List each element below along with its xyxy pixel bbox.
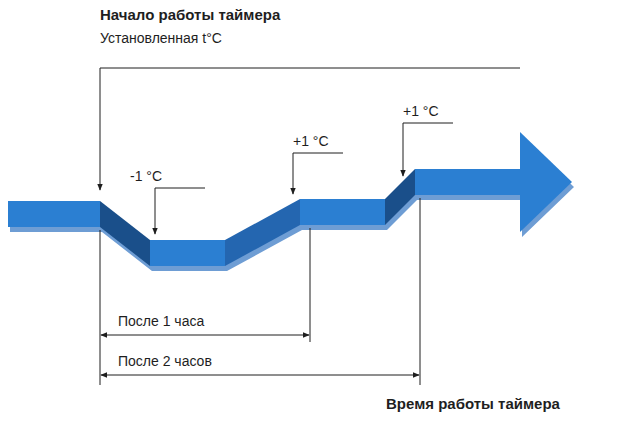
extension-line bbox=[310, 228, 311, 342]
temperature-callout: -1 °C bbox=[130, 168, 162, 185]
dimension-label: После 1 часа bbox=[118, 313, 204, 330]
ribbon-arrowhead bbox=[520, 132, 572, 232]
ribbon-flat bbox=[415, 169, 520, 195]
ribbon-slope bbox=[225, 199, 300, 266]
extension-line bbox=[420, 198, 421, 385]
ribbon-slope bbox=[385, 169, 415, 225]
ribbon-flat bbox=[150, 240, 225, 266]
dimension-arrow bbox=[101, 335, 309, 336]
callout-leader bbox=[155, 188, 205, 234]
heading: Начало работы таймера bbox=[100, 6, 280, 23]
temperature-callout: +1 °C bbox=[403, 103, 439, 120]
ribbon-flat bbox=[300, 199, 385, 225]
dimension-label: После 2 часов bbox=[118, 353, 212, 370]
ribbon-slope bbox=[100, 201, 150, 266]
callout-leader bbox=[403, 123, 453, 176]
extension-line bbox=[100, 230, 101, 385]
temperature-callout: +1 °C bbox=[293, 133, 329, 150]
start-leader bbox=[100, 68, 520, 190]
axis-title: Время работы таймера bbox=[386, 395, 560, 412]
dimension-arrow bbox=[101, 375, 419, 376]
callout-leader bbox=[293, 153, 343, 194]
set-temperature-label: Установленная t°C bbox=[100, 30, 222, 47]
ribbon-flat bbox=[8, 201, 100, 227]
